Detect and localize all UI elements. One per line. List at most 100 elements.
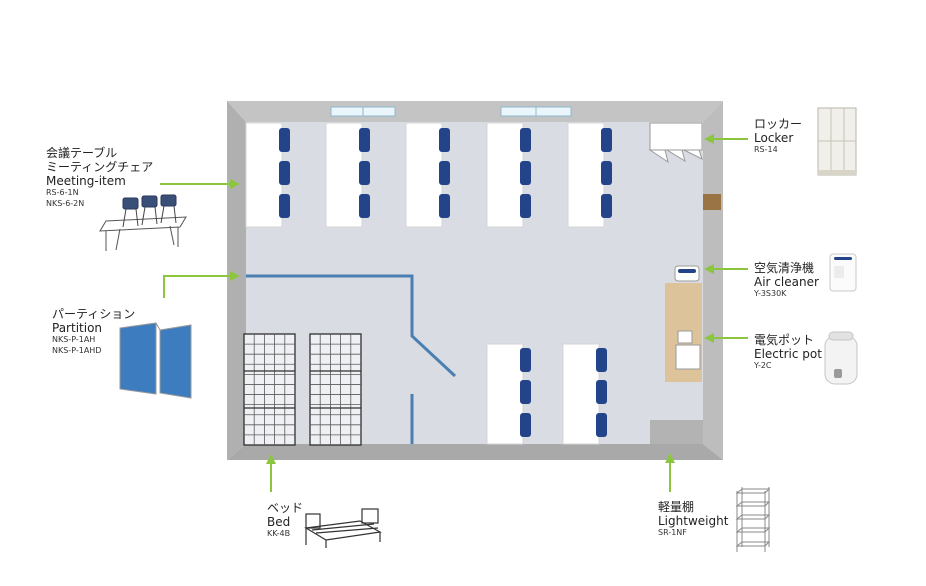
- wall-bottom: [227, 444, 723, 460]
- meeting-table-unit: [486, 343, 531, 445]
- label-partition-model-1: NKS-P-1AH: [52, 335, 96, 345]
- meeting-table: [405, 122, 443, 228]
- meeting-item-thumbnail: [99, 194, 187, 251]
- room: [227, 101, 723, 460]
- arrow-pot: [704, 333, 748, 343]
- label-lightweight-shelf: 軽量棚 Lightweight SR-1NF: [658, 500, 728, 539]
- label-partition-en: Partition: [52, 321, 103, 336]
- bed-frame: [309, 333, 362, 446]
- meeting-chair: [439, 194, 450, 218]
- label-pot-en: Electric pot: [754, 347, 822, 362]
- meeting-chair: [601, 128, 612, 152]
- air-cleaner-thumbnail: [829, 253, 857, 292]
- partition-lines: [246, 274, 457, 444]
- meeting-table-unit: [486, 122, 531, 228]
- bed: [243, 333, 296, 446]
- meeting-chair: [520, 348, 531, 372]
- meeting-tables-bottom-row: [486, 343, 607, 445]
- label-meeting-item: 会議テーブル ミーティングチェア Meeting-item RS-6-1N NK…: [46, 146, 153, 210]
- meeting-chair: [279, 128, 290, 152]
- meeting-tables-top-row: [245, 122, 612, 228]
- meeting-chair: [359, 128, 370, 152]
- label-partition: パーティション Partition NKS-P-1AH NKS-P-1AHD: [52, 307, 135, 357]
- meeting-table: [486, 122, 524, 228]
- arrow-shelf: [665, 453, 675, 492]
- arrow-air: [704, 264, 748, 274]
- meeting-table-unit: [562, 343, 607, 445]
- meeting-table-unit: [325, 122, 370, 228]
- meeting-chair: [520, 128, 531, 152]
- counter: [665, 283, 702, 382]
- meeting-chair: [520, 194, 531, 218]
- partition-thumbnail: [119, 322, 192, 399]
- label-locker-jp: ロッカー: [754, 117, 803, 131]
- shelf-thumbnail: [735, 487, 771, 552]
- label-locker: ロッカー Locker RS-14: [754, 117, 802, 156]
- meeting-chair: [359, 161, 370, 185]
- bed-frame: [243, 333, 296, 446]
- wood-panel: [703, 194, 721, 210]
- lightweight-shelf: [650, 420, 703, 444]
- wall-left: [227, 101, 246, 460]
- air-cleaner: [674, 265, 700, 282]
- label-air-en: Air cleaner: [754, 275, 819, 290]
- meeting-table-unit: [245, 122, 290, 228]
- label-locker-en: Locker: [754, 131, 794, 146]
- label-locker-model: RS-14: [754, 145, 778, 155]
- label-pot-model: Y-2C: [754, 361, 772, 371]
- label-meeting-en: Meeting-item: [46, 174, 126, 189]
- meeting-table: [486, 343, 524, 445]
- arrow-locker: [704, 134, 748, 144]
- meeting-chair: [601, 161, 612, 185]
- label-bed-model: KK-4B: [267, 529, 291, 539]
- meeting-chair: [279, 194, 290, 218]
- label-shelf-model: SR-1NF: [658, 528, 687, 538]
- meeting-chair: [520, 413, 531, 437]
- label-bed-en: Bed: [267, 515, 291, 530]
- label-meeting-jp2: ミーティングチェア: [46, 160, 154, 175]
- windows: [330, 106, 572, 117]
- meeting-table: [245, 122, 283, 228]
- label-pot-jp: 電気ポット: [754, 333, 815, 347]
- electric-pot-thumbnail: [824, 331, 858, 385]
- wall-top: [227, 101, 723, 122]
- label-shelf-jp: 軽量棚: [658, 500, 695, 514]
- meeting-chair: [439, 128, 450, 152]
- meeting-chair: [596, 413, 607, 437]
- partition-main: [246, 274, 457, 378]
- meeting-chair: [520, 380, 531, 404]
- wall-right: [703, 101, 723, 460]
- label-meeting-model-1: RS-6-1N: [46, 188, 79, 198]
- meeting-chair: [279, 161, 290, 185]
- label-air-model: Y-3S30K: [754, 289, 787, 299]
- label-meeting-jp1: 会議テーブル: [46, 146, 118, 160]
- meeting-chair: [601, 194, 612, 218]
- arrow-bed: [266, 454, 276, 492]
- callout-arrows: [160, 134, 748, 492]
- label-partition-model-2: NKS-P-1AHD: [52, 346, 102, 356]
- label-air-cleaner: 空気清浄機 Air cleaner Y-3S30K: [754, 261, 819, 300]
- meeting-table: [325, 122, 363, 228]
- meeting-chair: [359, 194, 370, 218]
- bed: [309, 333, 362, 446]
- arrow-partition: [163, 271, 240, 298]
- meeting-table-unit: [405, 122, 450, 228]
- meeting-table: [567, 122, 605, 228]
- electric-pot: [677, 330, 693, 344]
- label-meeting-model-2: NKS-6-2N: [46, 199, 85, 209]
- label-electric-pot: 電気ポット Electric pot Y-2C: [754, 333, 822, 372]
- arrow-meeting: [160, 179, 240, 189]
- label-shelf-en: Lightweight: [658, 514, 729, 529]
- meeting-chair: [596, 380, 607, 404]
- label-bed: ベッド Bed KK-4B: [267, 501, 303, 540]
- bed-thumbnail: [304, 508, 382, 548]
- label-bed-jp: ベッド: [267, 501, 304, 515]
- beds: [243, 333, 362, 446]
- label-air-jp: 空気清浄機: [754, 261, 815, 275]
- locker: [648, 122, 703, 164]
- locker-thumbnail: [817, 107, 857, 176]
- meeting-table: [562, 343, 600, 445]
- meeting-table-unit: [567, 122, 612, 228]
- meeting-chair: [439, 161, 450, 185]
